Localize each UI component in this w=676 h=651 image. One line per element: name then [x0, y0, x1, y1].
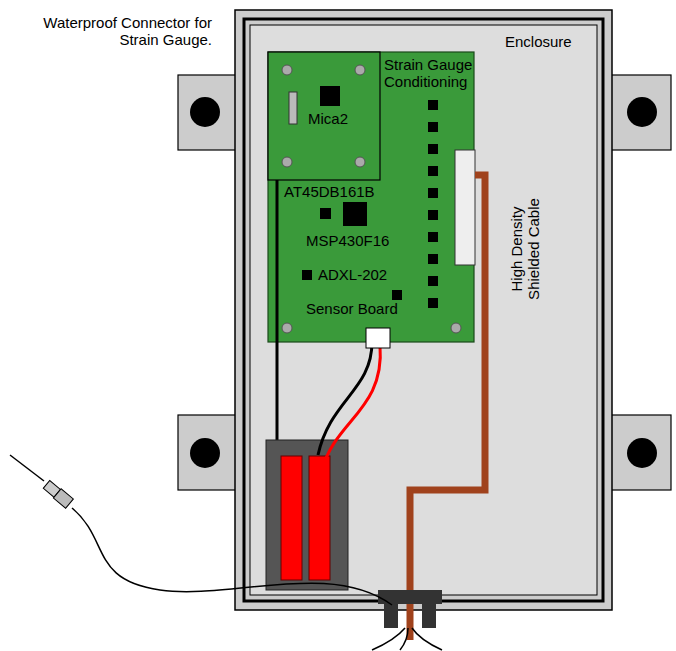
part-label: Strain Gauge Conditioning [384, 56, 474, 90]
chip-label: MSP430F16 [306, 232, 389, 249]
enclosure-box: Mica2Sensor Board Enclosure [250, 25, 597, 595]
cable-wire [412, 628, 442, 650]
strain-gauge-wire [10, 455, 44, 481]
cable-gland [378, 590, 442, 628]
waterproof-connector [43, 480, 74, 508]
battery-pack [266, 440, 348, 590]
strain-gauge-wire [72, 508, 392, 605]
node-label: Mica2 [308, 110, 348, 127]
enclosure-housing [235, 10, 612, 610]
battery-wire [322, 345, 380, 470]
mica2-module: Mica2 [268, 52, 380, 180]
node-label: Enclosure [505, 33, 572, 50]
chip-label: ADXL-202 [318, 266, 387, 283]
circuit-board [268, 52, 475, 342]
cable-wire [372, 628, 405, 650]
power-connector [366, 328, 390, 348]
battery-wire [318, 342, 372, 455]
chip-label: AT45DB161B [284, 183, 375, 200]
node-label: Sensor Board [306, 300, 398, 317]
shielded-cable [410, 175, 485, 640]
connector-label: Waterproof Connector for Strain Gauge. [40, 14, 212, 48]
cable-wire [400, 628, 408, 650]
cable-label: High Density Shielded Cable [508, 193, 542, 305]
antenna-wire [276, 180, 279, 445]
